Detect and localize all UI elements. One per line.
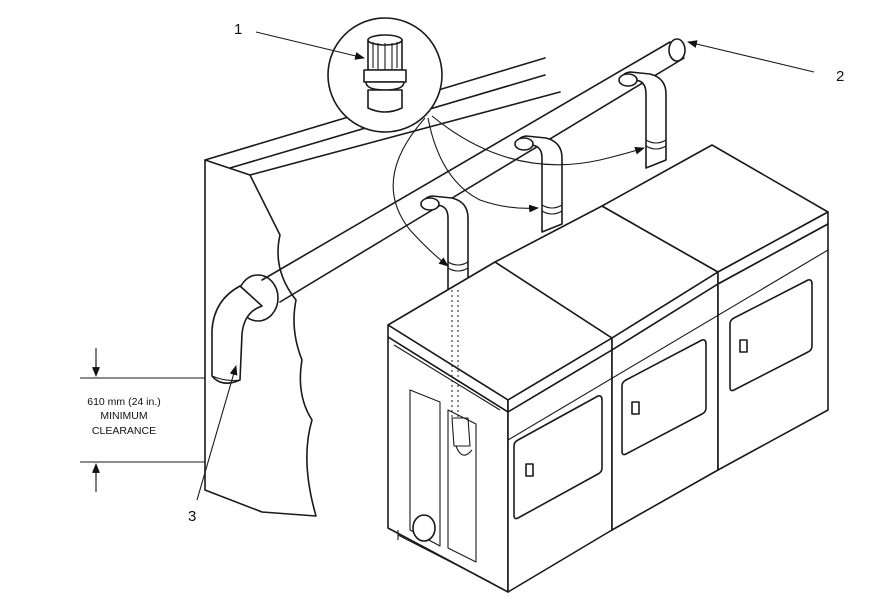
exhaust-header-duct (261, 38, 686, 303)
clearance-label-line3: CLEARANCE (92, 425, 156, 437)
duct-drop-3 (618, 71, 667, 169)
duct-drop-2 (514, 135, 563, 233)
callout-1-leader (255, 31, 365, 60)
detail-arrows (392, 115, 645, 267)
wall-elbow-duct (211, 285, 263, 384)
callout-2-leader (687, 40, 815, 73)
clearance-label-line2: MINIMUM (100, 410, 147, 422)
callout-3-leader (196, 365, 238, 501)
dryer-bank (387, 144, 829, 593)
duct-drop-1 (420, 195, 469, 291)
dryer-door-1 (513, 395, 603, 520)
clearance-dimension (80, 348, 205, 492)
callout-1-label: 1 (234, 21, 242, 38)
wall (204, 57, 561, 517)
dryer-door-3 (729, 279, 813, 392)
clearance-label-line1: 610 mm (24 in.) (87, 396, 161, 408)
callout-3-label: 3 (188, 508, 196, 525)
exhaust-collar-detail (327, 17, 443, 133)
callout-2-label: 2 (836, 68, 844, 85)
dryer-door-2 (621, 339, 707, 456)
